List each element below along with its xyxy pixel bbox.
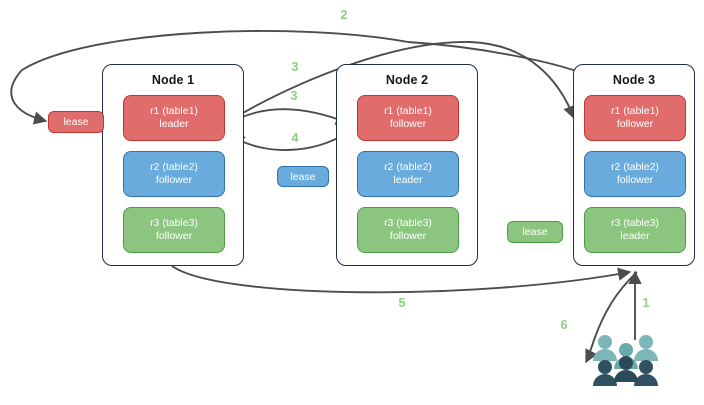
edge-step-6 <box>585 271 638 364</box>
node-box-node-1[interactable]: Node 1 r1 (table1) leader r2 (table2) fo… <box>102 64 244 266</box>
node-box-node-2[interactable]: Node 2 r1 (table1) follower r2 (table2) … <box>336 64 478 266</box>
node-box-node-3[interactable]: Node 3 r1 (table1) follower r2 (table2) … <box>573 64 695 266</box>
edge-step-3-to-node3 <box>221 41 576 126</box>
replica-range-label: r2 (table2) <box>384 161 432 173</box>
replica-role-label: leader <box>159 118 189 130</box>
replica-n1-r2[interactable]: r2 (table2) follower <box>123 151 225 197</box>
step-label-5: 5 <box>398 296 406 310</box>
replica-range-label: r3 (table3) <box>611 217 659 229</box>
replica-n3-r3[interactable]: r3 (table3) leader <box>584 207 686 253</box>
replica-role-label: follower <box>155 230 193 242</box>
replica-n2-r3[interactable]: r3 (table3) follower <box>357 207 459 253</box>
node-title-node-1: Node 1 <box>151 73 195 87</box>
replica-n2-r1[interactable]: r1 (table1) follower <box>357 95 459 141</box>
replica-range-label: r3 (table3) <box>384 217 432 229</box>
step-label-2: 2 <box>340 8 348 22</box>
replica-role-label: follower <box>389 230 427 242</box>
replica-n3-r2[interactable]: r2 (table2) follower <box>584 151 686 197</box>
replica-range-label: r1 (table1) <box>611 105 659 117</box>
replica-range-label: r1 (table1) <box>150 105 198 117</box>
replica-n1-r3[interactable]: r3 (table3) follower <box>123 207 225 253</box>
replica-role-label: follower <box>616 174 654 186</box>
replica-n1-r1[interactable]: r1 (table1) leader <box>123 95 225 141</box>
replica-role-label: follower <box>616 118 654 130</box>
users-group-icon <box>593 335 658 386</box>
node-title-node-3: Node 3 <box>612 73 656 87</box>
lease-badge-r1[interactable]: lease <box>48 111 104 133</box>
replica-range-label: r2 (table2) <box>611 161 659 173</box>
step-label-1: 1 <box>642 296 650 310</box>
step-label-3b: 3 <box>290 89 298 103</box>
edge-step-2 <box>10 30 409 125</box>
replica-range-label: r3 (table3) <box>150 217 198 229</box>
lease-badge-r3[interactable]: lease <box>507 221 563 243</box>
step-label-3a: 3 <box>291 60 299 74</box>
replica-role-label: leader <box>620 230 650 242</box>
replica-role-label: leader <box>393 174 423 186</box>
replica-range-label: r2 (table2) <box>150 161 198 173</box>
replica-role-label: follower <box>155 174 193 186</box>
replica-range-label: r1 (table1) <box>384 105 432 117</box>
replica-role-label: follower <box>389 118 427 130</box>
step-label-4: 4 <box>291 131 299 145</box>
step-label-6: 6 <box>560 318 568 332</box>
edge-step-5 <box>171 265 632 294</box>
node-title-node-2: Node 2 <box>385 73 429 87</box>
replica-n3-r1[interactable]: r1 (table1) follower <box>584 95 686 141</box>
replica-n2-r2[interactable]: r2 (table2) leader <box>357 151 459 197</box>
lease-badge-r2[interactable]: lease <box>277 166 329 187</box>
